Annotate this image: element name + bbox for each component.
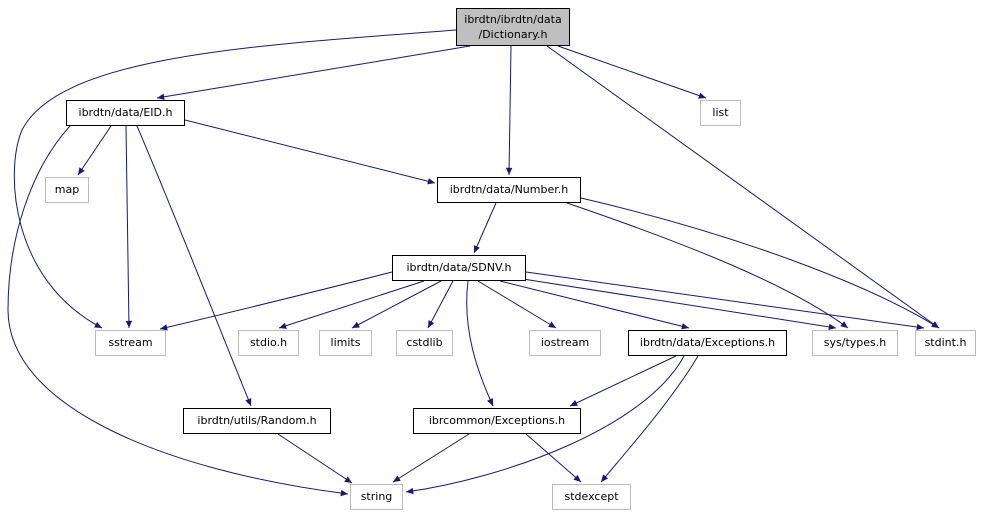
- node-eid[interactable]: ibrdtn/data/EID.h: [66, 100, 185, 126]
- edge-dictionary-to-list: [557, 45, 707, 99]
- edge-dictionary-to-number: [505, 45, 513, 176]
- node-systypes: sys/types.h: [812, 330, 898, 356]
- edge-sdnv-to-stdint: [525, 271, 925, 331]
- edge-sdnv-to-sstream: [159, 271, 393, 331]
- node-stdint: stdint.h: [915, 330, 976, 356]
- edge-sdnv-to-systypes: [522, 278, 837, 331]
- edge-eid-to-map: [77, 125, 112, 176]
- node-iostream: iostream: [529, 330, 601, 356]
- edge-sdnv-to-cstdlib: [427, 280, 454, 329]
- edge-number-to-systypes: [566, 202, 849, 329]
- node-sdnv[interactable]: ibrdtn/data/SDNV.h: [392, 255, 526, 281]
- node-list: list: [700, 100, 741, 126]
- node-cstdlib: cstdlib: [396, 330, 453, 356]
- node-limits: limits: [319, 330, 372, 356]
- edge-eid-to-string: [7, 125, 349, 497]
- edge-exceptions-to-stdexcept: [600, 355, 699, 483]
- node-stdexcept: stdexcept: [552, 484, 631, 510]
- edge-eid-to-number: [184, 119, 436, 185]
- node-stdio: stdio.h: [238, 330, 299, 356]
- edge-sdnv-to-exceptions: [499, 280, 690, 330]
- node-random[interactable]: ibrdtn/utils/Random.h: [183, 408, 331, 434]
- edge-random-to-string: [277, 433, 353, 484]
- edge-exceptions-to-string: [405, 355, 685, 495]
- node-map: map: [45, 177, 89, 203]
- node-sstream: sstream: [95, 330, 166, 356]
- node-string: string: [350, 484, 403, 510]
- edge-number-to-stdint: [580, 197, 940, 329]
- edge-ibrexceptions-to-stdexcept: [525, 433, 582, 483]
- edge-number-to-sdnv: [473, 202, 497, 254]
- node-ibrexceptions[interactable]: ibrcommon/Exceptions.h: [413, 408, 581, 434]
- edge-ibrexceptions-to-string: [392, 433, 470, 483]
- edge-dictionary-to-sstream: [13, 29, 457, 329]
- edge-dictionary-to-eid: [156, 45, 471, 100]
- edge-exceptions-to-ibrexceptions: [569, 355, 677, 407]
- node-number[interactable]: ibrdtn/data/Number.h: [437, 177, 581, 203]
- node-exceptions[interactable]: ibrdtn/data/Exceptions.h: [628, 330, 787, 356]
- edge-dictionary-to-stdint: [546, 45, 940, 329]
- edge-eid-to-sstream: [125, 125, 133, 329]
- node-dictionary: ibrdtn/ibrdtn/data /Dictionary.h: [456, 8, 570, 46]
- edge-sdnv-to-ibrexceptions: [466, 280, 494, 407]
- edge-sdnv-to-iostream: [477, 280, 557, 329]
- edge-sdnv-to-limits: [351, 280, 442, 329]
- edge-sdnv-to-stdio: [278, 280, 425, 329]
- edge-eid-to-random: [136, 125, 252, 407]
